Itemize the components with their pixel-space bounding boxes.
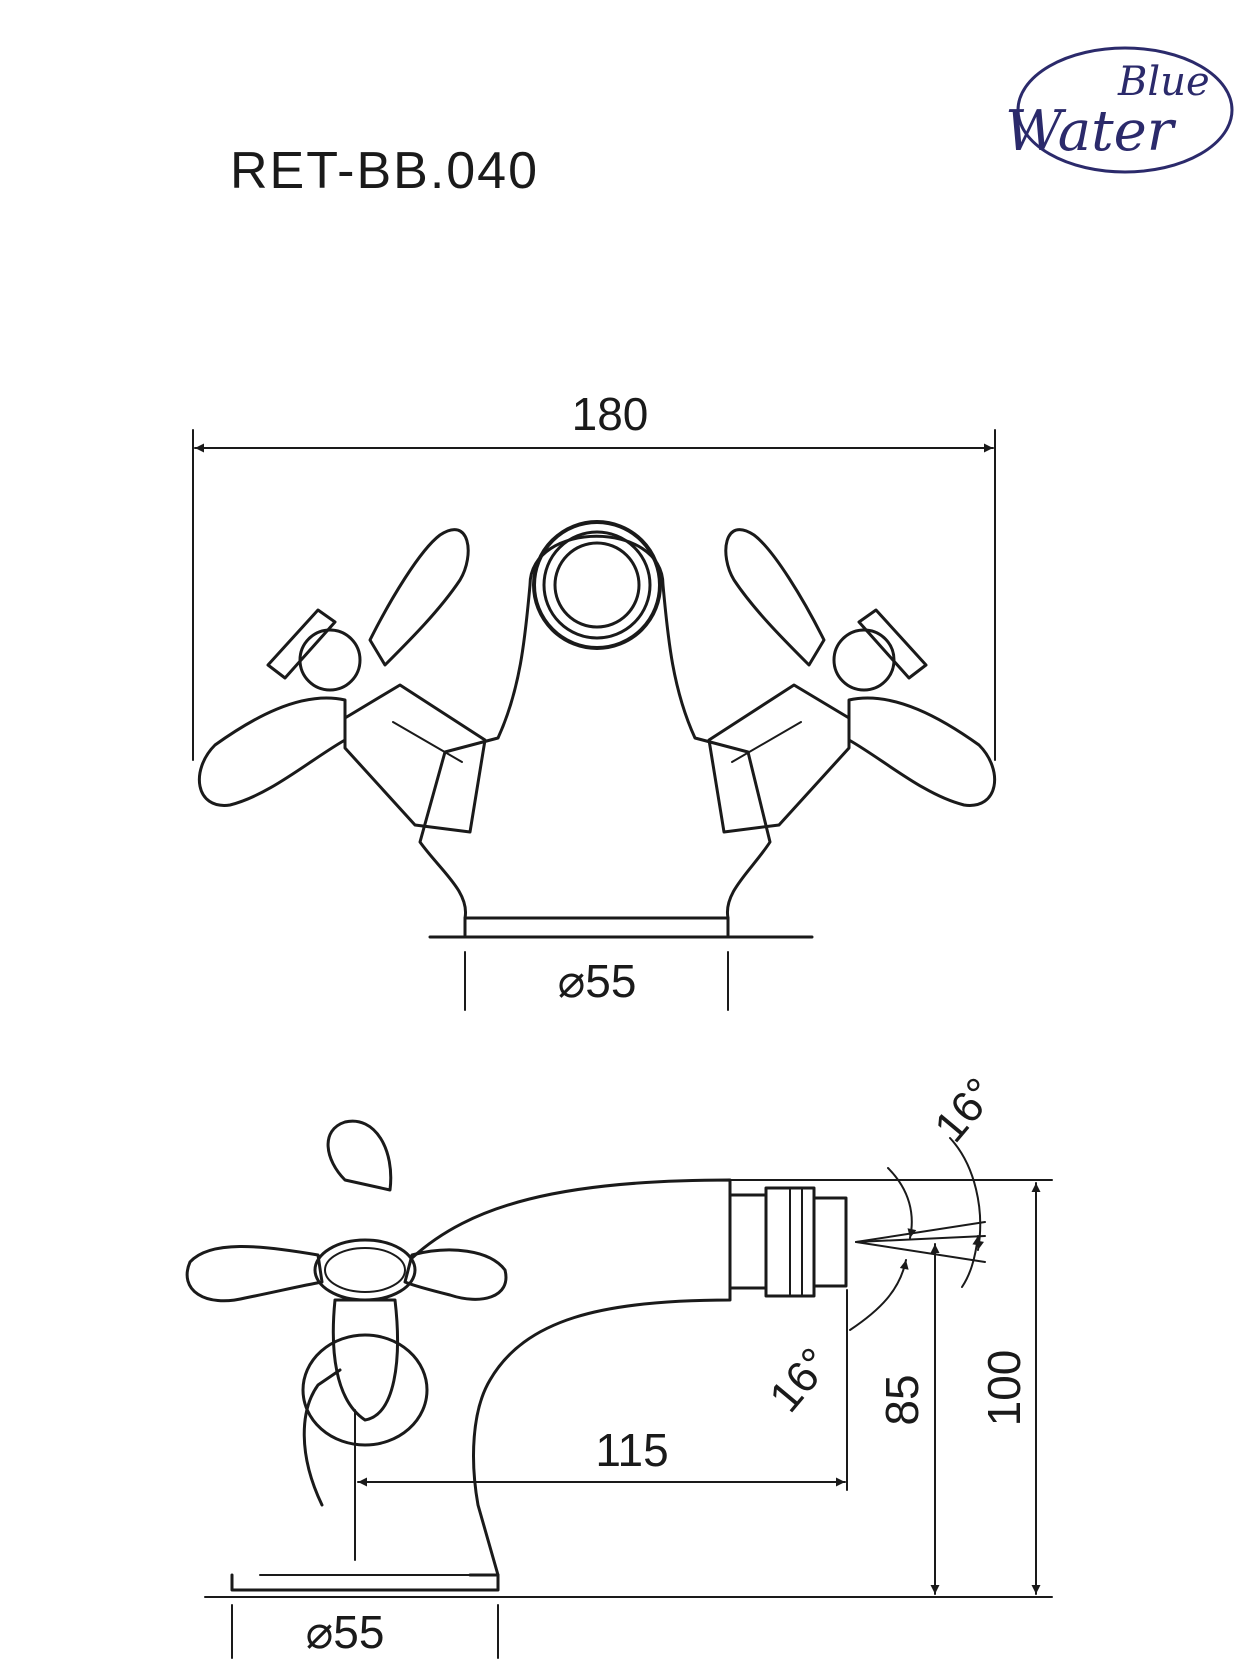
model-code: RET-BB.040 bbox=[230, 142, 539, 200]
faucet-body-side bbox=[204, 1178, 1053, 1598]
front-view: 180 bbox=[192, 388, 996, 1011]
cross-handle-side bbox=[185, 1119, 508, 1447]
left-handle-front bbox=[198, 528, 487, 834]
logo-word-water: Water bbox=[1005, 99, 1177, 164]
side-base-dim-label: ⌀55 bbox=[306, 1606, 385, 1658]
angle-bottom-label: 16° bbox=[760, 1339, 840, 1421]
total-height-dim-label: 100 bbox=[978, 1350, 1030, 1427]
bidet-nozzle bbox=[728, 1186, 848, 1298]
spout-height-dimension: 85 bbox=[876, 1243, 940, 1595]
front-base-dimension: ⌀55 bbox=[464, 951, 729, 1011]
total-height-dimension: 100 bbox=[729, 1179, 1053, 1595]
spout-height-dim-label: 85 bbox=[876, 1374, 928, 1425]
faucet-body-front bbox=[418, 520, 814, 939]
brand-logo: Blue Water bbox=[1005, 46, 1234, 174]
reach-dimension: 115 bbox=[354, 1289, 848, 1561]
width-dimension: 180 bbox=[192, 388, 996, 761]
logo-word-blue: Blue bbox=[1117, 59, 1210, 105]
side-view: 16° 16° 115 85 100 ⌀55 bbox=[185, 1069, 1053, 1659]
front-base-dim-label: ⌀55 bbox=[558, 955, 637, 1007]
width-dim-label: 180 bbox=[572, 388, 649, 440]
right-handle-front bbox=[707, 528, 996, 834]
reach-dim-label: 115 bbox=[595, 1424, 668, 1476]
side-base-dimension: ⌀55 bbox=[231, 1604, 499, 1659]
angle-top-label: 16° bbox=[925, 1069, 1005, 1151]
angle-annotation: 16° 16° bbox=[760, 1069, 1005, 1421]
